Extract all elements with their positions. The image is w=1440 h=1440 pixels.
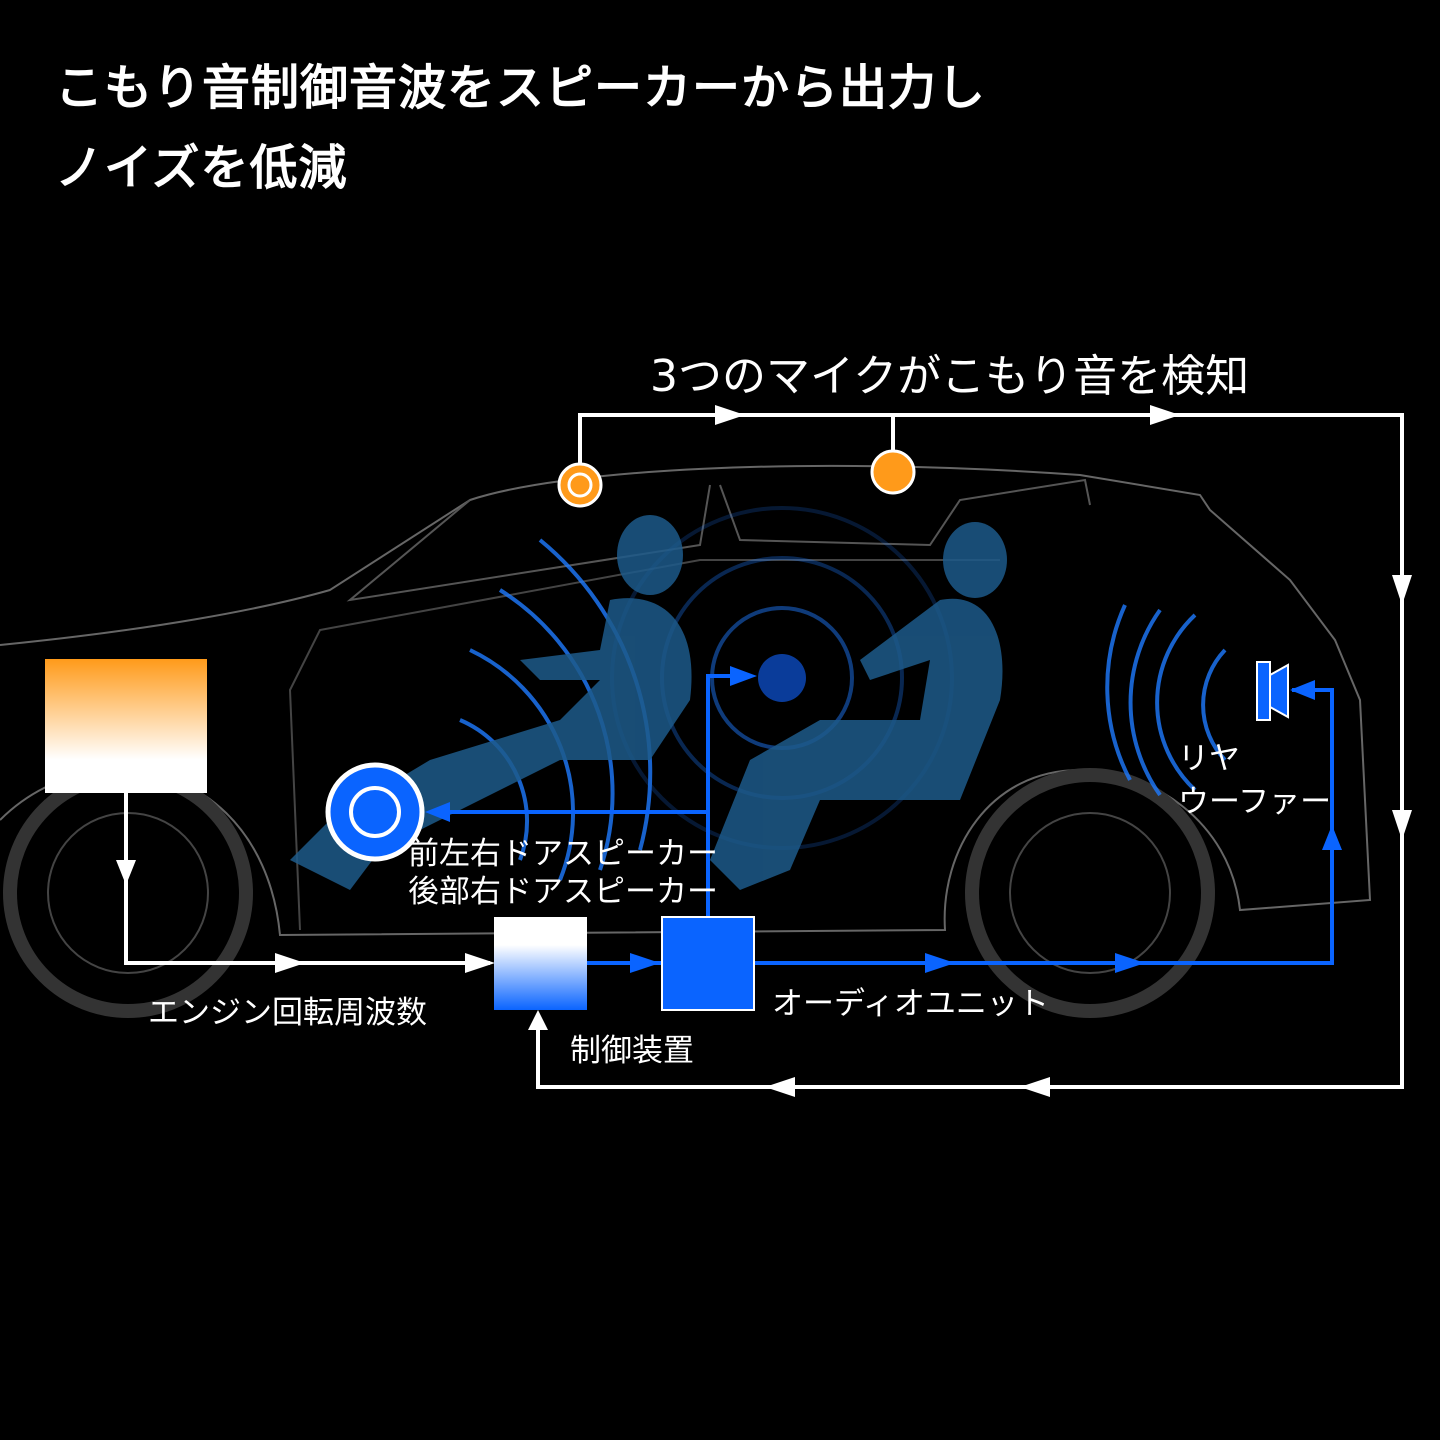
woofer-label-1: リヤ (1178, 741, 1240, 777)
title-line-1: こもり音制御音波をスピーカーから出力し (55, 60, 987, 116)
white-arrowheads (116, 405, 1412, 1097)
front-door-speaker-icon (325, 762, 425, 862)
front-door-speaker-label: 前左右ドアスピーカー (408, 836, 718, 872)
audio-unit-label: オーディオユニット (772, 986, 1049, 1022)
microphone-icon (557, 462, 603, 508)
mic-caption: 3つのマイクがこもり音を検知 (650, 351, 1250, 402)
audio-unit-box (661, 916, 755, 1011)
title-line-2: ノイズを低減 (55, 140, 348, 196)
engine-label: エンジン回転周波数 (148, 995, 427, 1031)
microphone-icon (870, 449, 916, 495)
controller-label: 制御装置 (570, 1033, 694, 1069)
engine-frequency-box (45, 659, 207, 793)
rear-door-speaker-label: 後部右ドアスピーカー (408, 874, 718, 910)
microphone-loop (124, 413, 1404, 1089)
controller-box (494, 917, 587, 1010)
rear-woofer-icon (1256, 661, 1289, 721)
woofer-label-2: ウーファー (1178, 784, 1332, 820)
blue-arrowheads (425, 666, 1342, 973)
center-speaker-icon (758, 654, 806, 702)
